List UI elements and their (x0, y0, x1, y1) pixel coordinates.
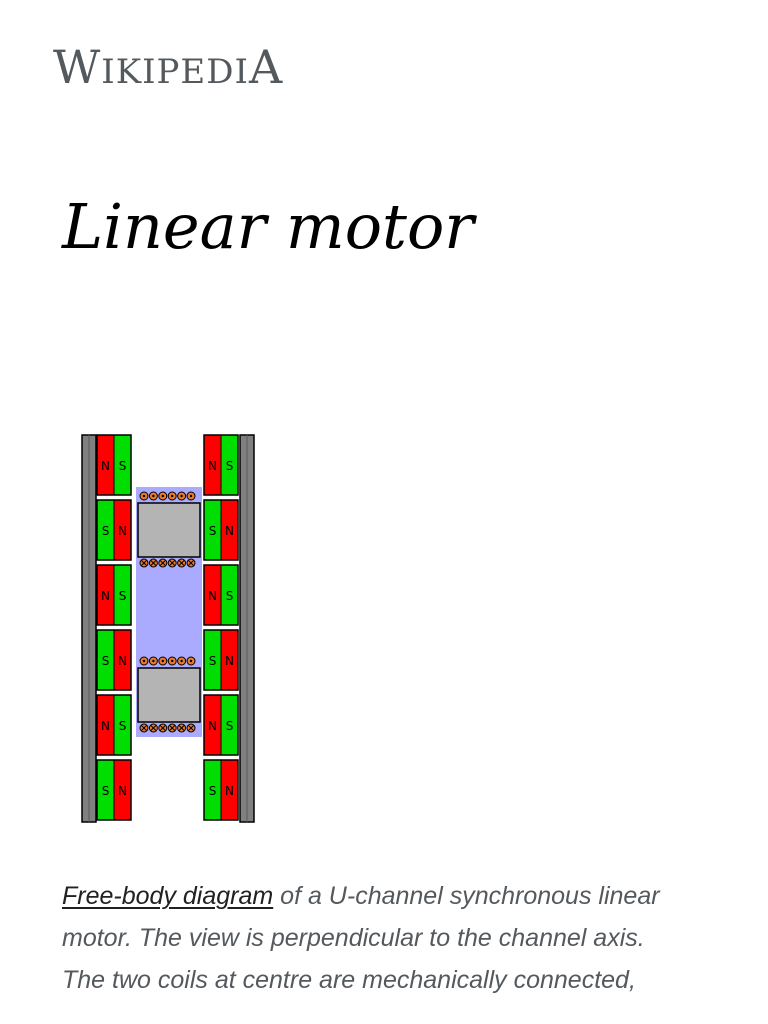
right-magnet-label: S (209, 654, 217, 668)
right-magnet-pole (221, 695, 238, 755)
logo-letters-mid: IKIPEDI (101, 52, 249, 92)
left-magnet-pole (114, 695, 131, 755)
right-magnet-pole (221, 565, 238, 625)
right-magnet-pole (204, 695, 221, 755)
coil-wire-dot (152, 494, 155, 498)
coil-core-1 (137, 502, 201, 558)
left-magnet-pole (114, 565, 131, 625)
coil-wire-dot (189, 494, 193, 498)
left-magnet-pole (97, 760, 114, 820)
right-magnet-pole (204, 500, 221, 560)
left-magnet-pole (97, 435, 114, 495)
figure-caption: Free-body diagram of a U-channel synchro… (62, 875, 722, 1001)
left-magnet-pole (114, 500, 131, 560)
right-magnet-label: N (208, 589, 217, 603)
left-magnet-label: S (119, 589, 127, 603)
left-magnet-label: N (101, 459, 110, 473)
coil-core-2 (137, 667, 201, 723)
right-magnet-label: N (225, 524, 234, 538)
left-magnet-label: N (118, 654, 127, 668)
coil-wire-dot (142, 494, 146, 498)
left-magnet-label: S (102, 654, 110, 668)
right-magnet-pole (221, 760, 238, 820)
coil-wire-dot (142, 659, 146, 663)
left-magnet-label: S (119, 719, 127, 733)
right-magnet-pole (221, 630, 238, 690)
left-magnet-pole (97, 565, 114, 625)
coil-wire-cross (188, 560, 194, 566)
page-title: Linear motor (62, 190, 474, 263)
free-body-diagram-link[interactable]: Free-body diagram (62, 882, 274, 910)
right-magnet-pole (221, 435, 238, 495)
right-magnet-pole (221, 500, 238, 560)
coil-wire-cross (178, 560, 185, 566)
right-magnet-label: S (226, 589, 234, 603)
logo-letter-w: W (53, 40, 102, 94)
logo-letter-a: A (248, 40, 284, 94)
right-magnet-label: S (226, 719, 234, 733)
left-magnet-pole (97, 695, 114, 755)
coil-wire-cross (150, 725, 157, 731)
coil-wire-cross (159, 560, 166, 566)
coil-wire-cross (178, 725, 185, 731)
coil-wire-dot (152, 659, 155, 663)
coil-wire-dot (189, 659, 193, 663)
left-magnet-label: S (119, 459, 127, 473)
left-magnet-label: S (102, 784, 110, 798)
right-magnet-label: N (225, 784, 234, 798)
left-magnet-pole (97, 500, 114, 560)
coil-wire-dot (180, 659, 183, 663)
coil-wire-cross (169, 725, 176, 731)
coil-wire-cross (169, 560, 176, 566)
coil-wire-cross (141, 725, 147, 731)
left-magnet-pole (97, 630, 114, 690)
right-magnet-pole (204, 435, 221, 495)
left-magnet-label: N (101, 719, 110, 733)
right-magnet-pole (204, 565, 221, 625)
right-magnet-label: S (209, 784, 217, 798)
caption-line-3: The two coils at centre are mechanically… (62, 966, 636, 994)
coil-wire-cross (188, 725, 194, 731)
left-magnet-label: S (102, 524, 110, 538)
right-magnet-label: N (225, 654, 234, 668)
left-magnet-label: N (101, 589, 110, 603)
left-magnet-pole (114, 630, 131, 690)
coil-wire-cross (141, 560, 147, 566)
left-magnet-pole (114, 760, 131, 820)
caption-line-1: of a U-channel synchronous linear (273, 882, 660, 910)
right-magnet-pole (204, 630, 221, 690)
left-magnet-label: N (118, 524, 127, 538)
coil-wire-dot (161, 659, 164, 663)
coil-wire-dot (161, 494, 164, 498)
caption-line-2: motor. The view is perpendicular to the … (62, 924, 645, 952)
coil-wire-cross (159, 725, 166, 731)
right-magnet-label: S (209, 524, 217, 538)
right-magnet-label: S (226, 459, 234, 473)
right-magnet-label: N (208, 719, 217, 733)
coil-wire-dot (171, 494, 174, 498)
left-magnet-label: N (118, 784, 127, 798)
left-magnet-pole (114, 435, 131, 495)
coil-wire-dot (180, 494, 183, 498)
coil-wire-dot (171, 659, 174, 663)
coil-wire-cross (150, 560, 157, 566)
right-magnet-pole (204, 760, 221, 820)
right-magnet-label: N (208, 459, 217, 473)
